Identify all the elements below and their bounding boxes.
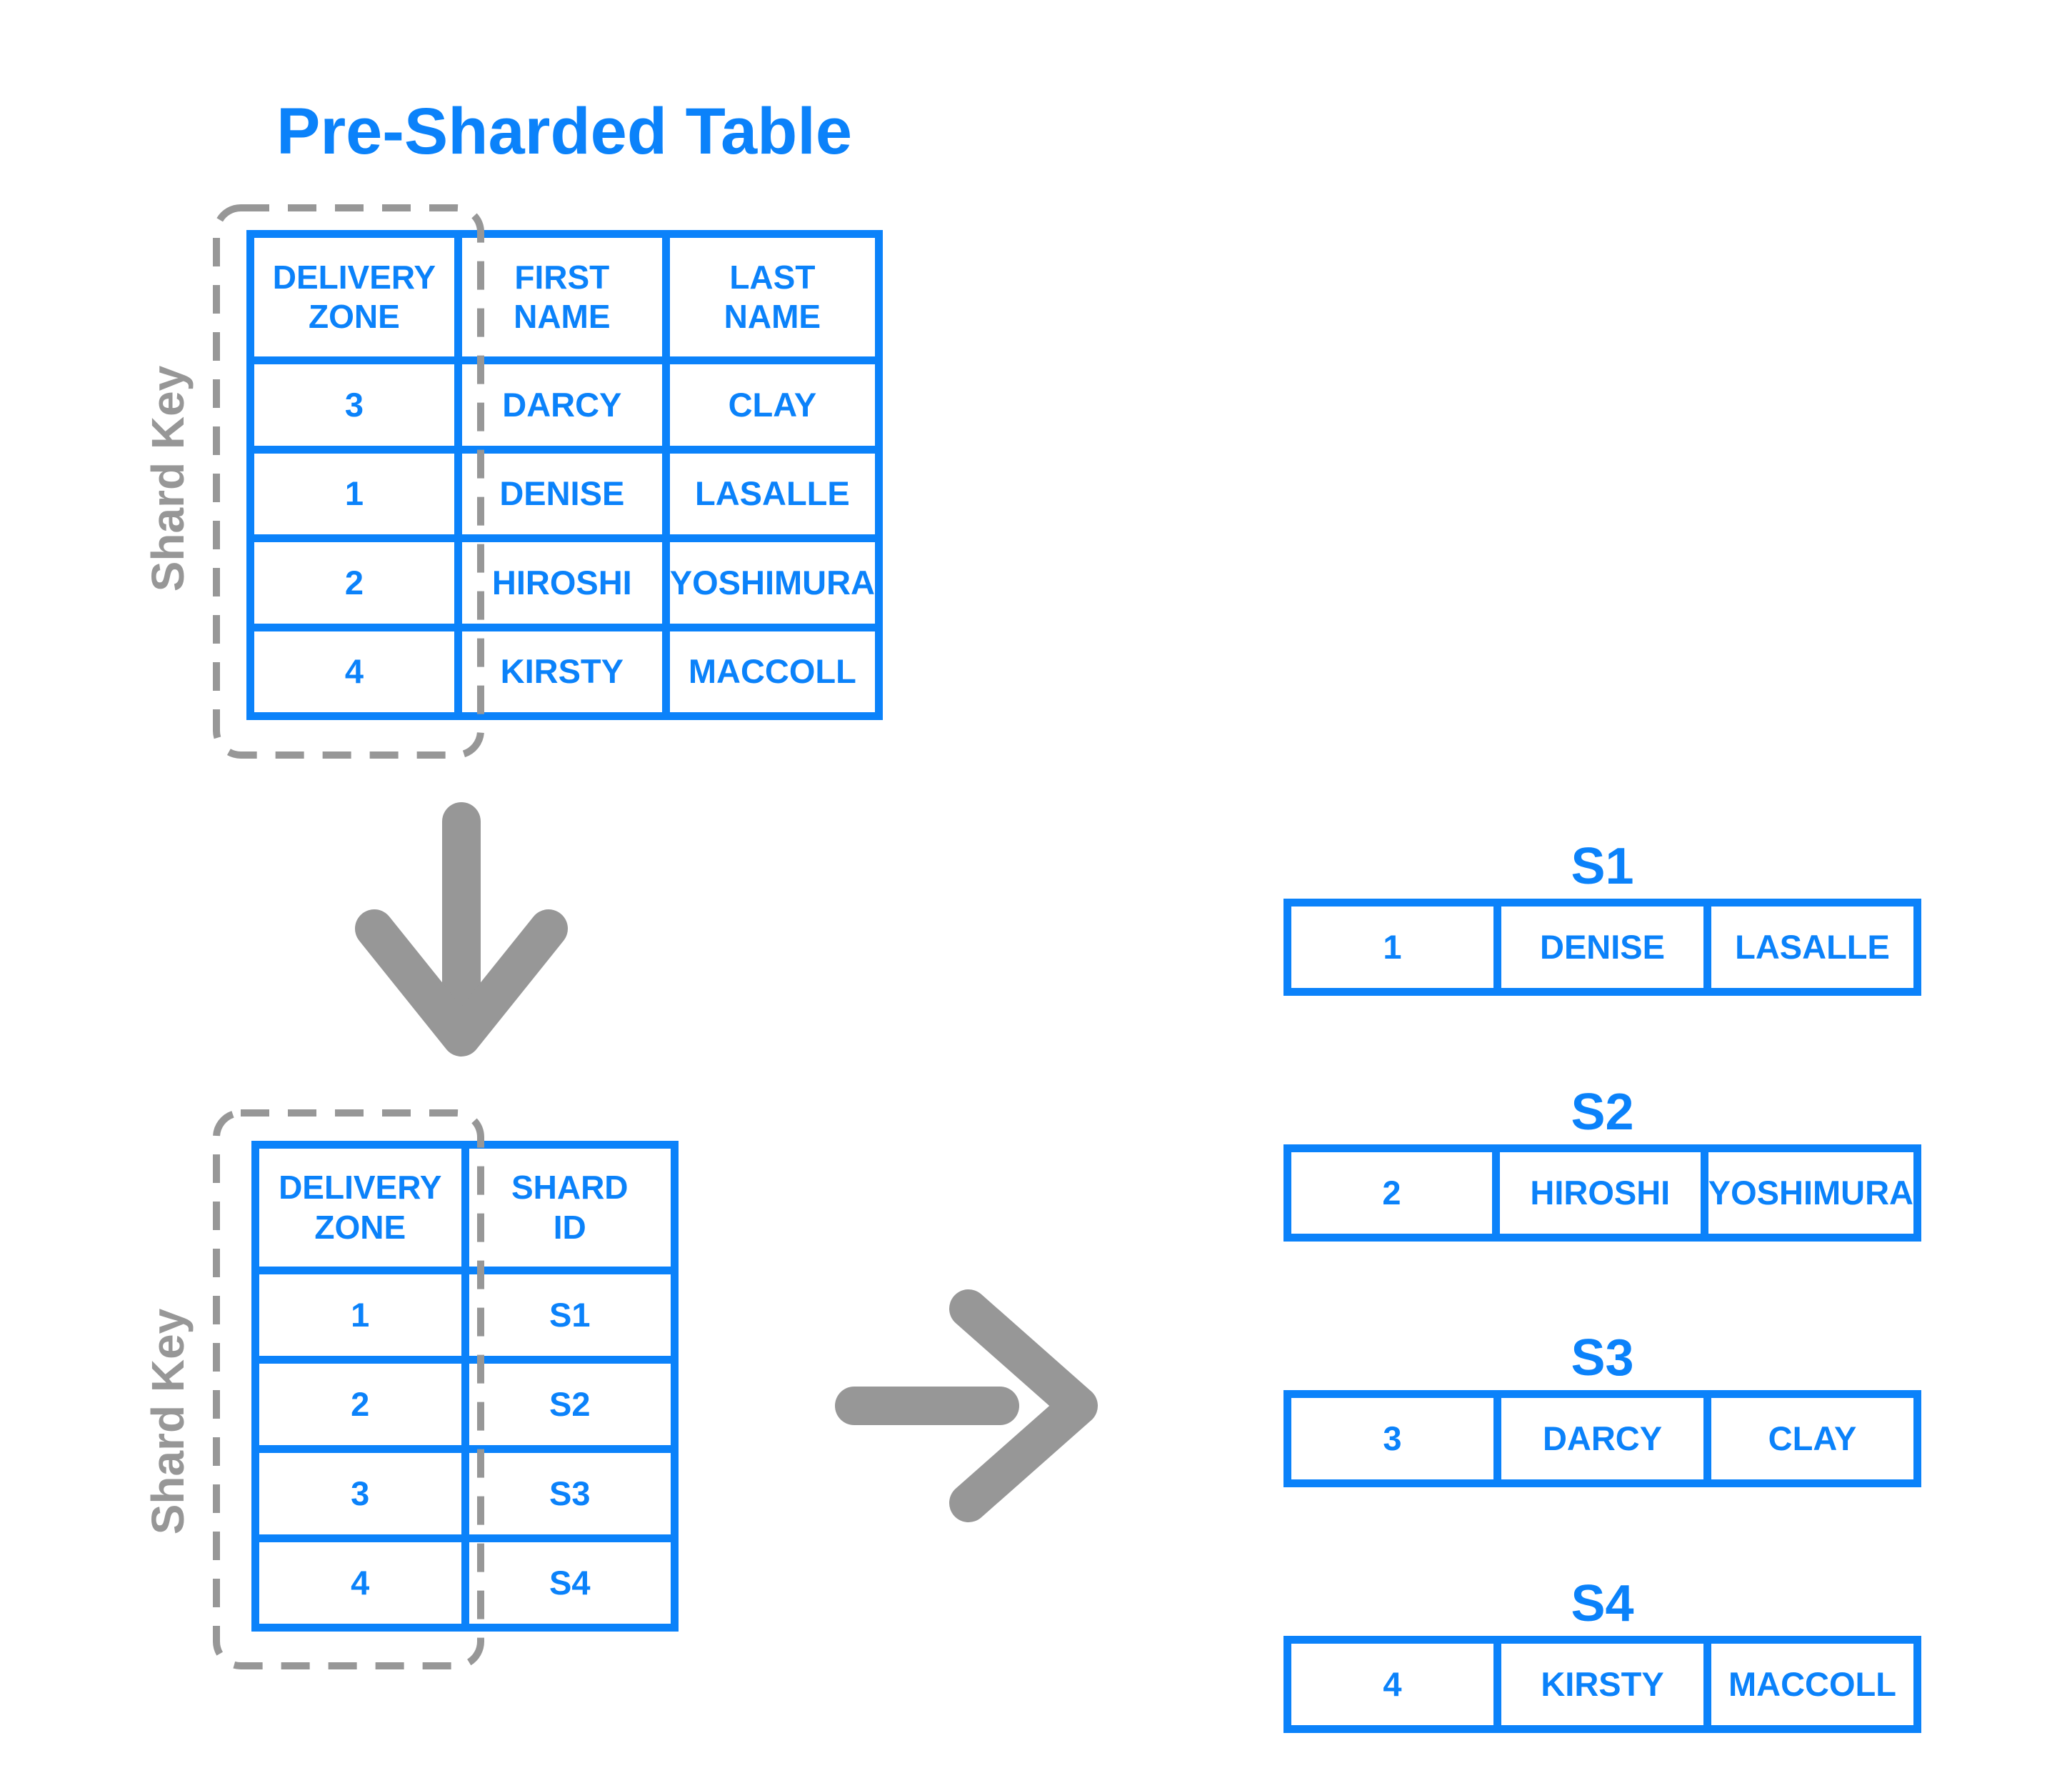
right-arrow-icon (835, 1289, 1098, 1522)
header-cell: LAST NAME (669, 238, 875, 356)
table-cell: CLAY (669, 364, 875, 446)
table-cell: DENISE (461, 453, 662, 534)
shard-s4-table: 4 KIRSTY MACCOLL (1283, 1636, 1921, 1733)
table-cell: 4 (259, 1542, 461, 1624)
table-cell: YOSHIMURA (1708, 1152, 1913, 1234)
table-cell: 1 (259, 1274, 461, 1356)
header-cell: SHARD ID (469, 1149, 671, 1267)
table-cell: MACCOLL (1711, 1644, 1913, 1725)
page-title: Pre-Sharded Table (276, 95, 853, 168)
shard-s2-table: 2 HIROSHI YOSHIMURA (1283, 1144, 1921, 1242)
shard-s3-title: S3 (1571, 1329, 1634, 1387)
shard-s2-title: S2 (1571, 1084, 1634, 1141)
pre-sharded-table: DELIVERY ZONE FIRST NAME LAST NAME 3 DAR… (246, 230, 883, 720)
table-cell: S4 (469, 1542, 671, 1624)
table-cell: 2 (259, 1364, 461, 1445)
table-cell: 1 (254, 453, 454, 534)
table-cell: 4 (1291, 1644, 1493, 1725)
table-cell: LASALLE (1711, 907, 1913, 988)
table-cell: YOSHIMURA (669, 542, 875, 624)
table-cell: HIROSHI (1499, 1152, 1701, 1234)
table-cell: HIROSHI (461, 542, 662, 624)
table-cell: MACCOLL (669, 631, 875, 712)
table-cell: 1 (1291, 907, 1493, 988)
shard-s1-table: 1 DENISE LASALLE (1283, 899, 1921, 996)
header-cell: DELIVERY ZONE (259, 1149, 461, 1267)
shard-s4-title: S4 (1571, 1575, 1634, 1632)
down-arrow-icon (355, 802, 568, 1057)
shard-mapping-table: DELIVERY ZONE SHARD ID 1 S1 2 S2 3 S3 4 … (251, 1141, 679, 1632)
table-cell: 3 (254, 364, 454, 446)
shard-s3-table: 3 DARCY CLAY (1283, 1390, 1921, 1487)
table-cell: DARCY (1501, 1398, 1703, 1479)
table-cell: 3 (1291, 1398, 1493, 1479)
table-cell: 2 (254, 542, 454, 624)
header-cell: FIRST NAME (461, 238, 662, 356)
table-cell: S1 (469, 1274, 671, 1356)
table-cell: 2 (1291, 1152, 1492, 1234)
table-cell: 4 (254, 631, 454, 712)
table-cell: DENISE (1501, 907, 1703, 988)
table-cell: CLAY (1711, 1398, 1913, 1479)
shard-key-label-top: Shard Key (142, 365, 194, 592)
table-cell: S2 (469, 1364, 671, 1445)
table-cell: KIRSTY (1501, 1644, 1703, 1725)
table-cell: S3 (469, 1453, 671, 1534)
header-cell: DELIVERY ZONE (254, 238, 454, 356)
table-cell: DARCY (461, 364, 662, 446)
shard-key-label-bottom: Shard Key (142, 1308, 194, 1535)
table-cell: KIRSTY (461, 631, 662, 712)
table-cell: LASALLE (669, 453, 875, 534)
table-cell: 3 (259, 1453, 461, 1534)
shard-s1-title: S1 (1571, 838, 1634, 895)
